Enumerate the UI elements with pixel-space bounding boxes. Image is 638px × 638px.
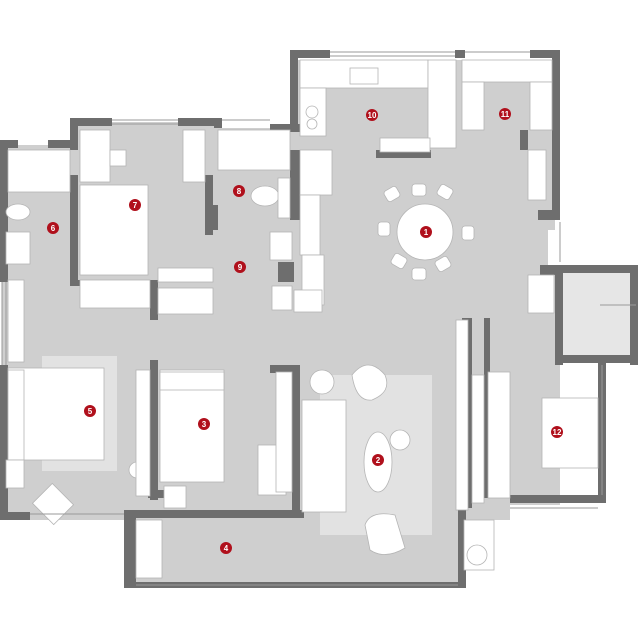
room-marker-label: 12 (553, 428, 562, 437)
room-marker-12: 12 (551, 426, 563, 438)
room-marker-7: 7 (129, 199, 141, 211)
room-marker-label: 8 (237, 187, 242, 196)
dining-bench (299, 149, 333, 196)
room-marker-5: 5 (84, 405, 96, 417)
room-marker-dot (551, 426, 563, 438)
room-marker-dot (84, 405, 96, 417)
room-marker-dot (220, 542, 232, 554)
room-marker-label: 4 (224, 544, 229, 553)
room-marker-dot (366, 109, 378, 121)
room-marker-2: 2 (372, 454, 384, 466)
bed-12 (541, 397, 599, 469)
room-marker-10: 10 (366, 109, 378, 121)
room-marker-dot (234, 261, 246, 273)
room-marker-label: 7 (133, 201, 138, 210)
room-marker-label: 6 (51, 224, 56, 233)
room-marker-dot (372, 454, 384, 466)
room-marker-4: 4 (220, 542, 232, 554)
kitchen-sink (349, 67, 379, 85)
room-marker-6: 6 (47, 222, 59, 234)
room-marker-3: 3 (198, 418, 210, 430)
room-marker-label: 1 (424, 228, 429, 237)
room-marker-label: 3 (202, 420, 207, 429)
balcony-right-floor (560, 270, 638, 360)
window-lines (1, 51, 636, 586)
room-marker-label: 10 (368, 111, 377, 120)
room-marker-dot (499, 108, 511, 120)
furniture (5, 59, 599, 579)
room-marker-dot (420, 226, 432, 238)
room-marker-8: 8 (233, 185, 245, 197)
bed-7 (79, 184, 149, 276)
room-marker-9: 9 (234, 261, 246, 273)
room-marker-dot (47, 222, 59, 234)
kitchen-counter-right (427, 59, 457, 149)
room-marker-label: 11 (501, 110, 510, 119)
room-marker-label: 5 (88, 407, 93, 416)
room-marker-1: 1 (420, 226, 432, 238)
room-marker-dot (129, 199, 141, 211)
room-marker-label: 9 (238, 263, 243, 272)
room-marker-dot (233, 185, 245, 197)
room-marker-label: 2 (376, 456, 381, 465)
room-marker-dot (198, 418, 210, 430)
sofa (301, 399, 347, 513)
room-marker-11: 11 (499, 108, 511, 120)
